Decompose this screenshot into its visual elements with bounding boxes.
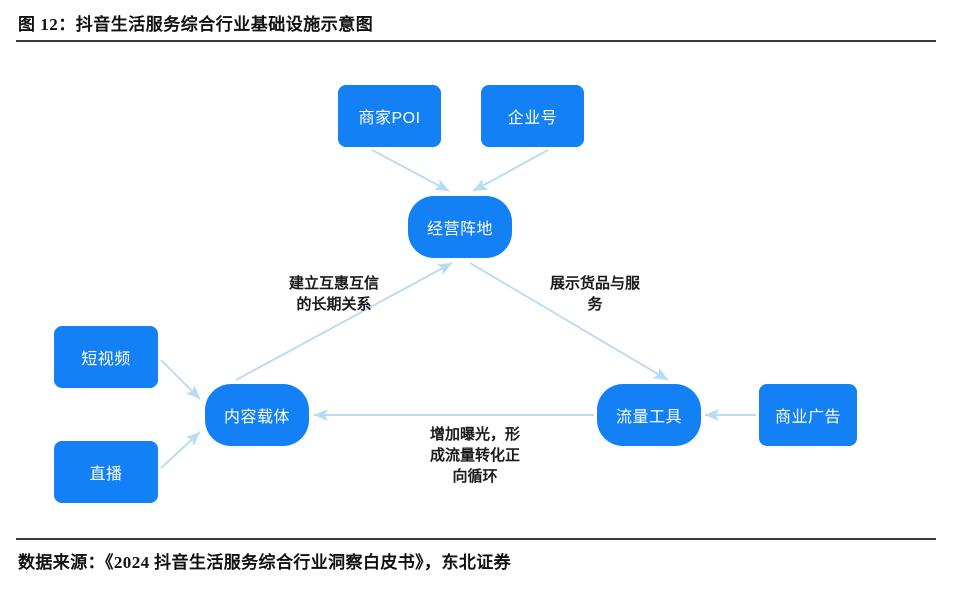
page-title: 图 12：抖音生活服务综合行业基础设施示意图 bbox=[18, 15, 374, 34]
edge-merchant-poi-to-base bbox=[371, 149, 450, 192]
edge-short-video-to-content bbox=[160, 359, 201, 400]
edge-label-traffic-loop: 增加曝光，形 成流量转化正 向循环 bbox=[429, 426, 520, 485]
node-livestream[interactable]: 直播 bbox=[54, 441, 158, 503]
node-commercial-ads[interactable]: 商业广告 bbox=[759, 384, 857, 446]
node-traffic-tools[interactable]: 流量工具 bbox=[597, 384, 701, 446]
edge-layer bbox=[160, 149, 756, 469]
title-divider bbox=[16, 40, 936, 42]
node-enterprise-account[interactable]: 企业号 bbox=[481, 85, 584, 147]
node-merchant-poi[interactable]: 商家POI bbox=[338, 85, 441, 147]
node-business-base[interactable]: 经营阵地 bbox=[408, 196, 512, 258]
edge-label-trust: 建立互惠互信 的长期关系 bbox=[288, 275, 379, 313]
diagram-canvas: 商家POI 企业号 经营阵地 短视频 直播 内容载体 流量工具 商业广告 建立互… bbox=[0, 44, 953, 536]
edge-label-goods-service: 展示货品与服 务 bbox=[549, 275, 640, 313]
edge-content-to-base bbox=[235, 262, 453, 381]
source-note: 数据来源：《2024 抖音生活服务综合行业洞察白皮书》，东北证券 bbox=[18, 553, 512, 572]
node-short-video[interactable]: 短视频 bbox=[54, 326, 158, 388]
source-divider bbox=[16, 538, 936, 540]
node-content-carrier[interactable]: 内容载体 bbox=[205, 384, 309, 446]
edge-live-to-content bbox=[160, 431, 201, 469]
edge-enterprise-to-base bbox=[472, 149, 549, 192]
edge-base-to-traffic bbox=[469, 262, 669, 381]
